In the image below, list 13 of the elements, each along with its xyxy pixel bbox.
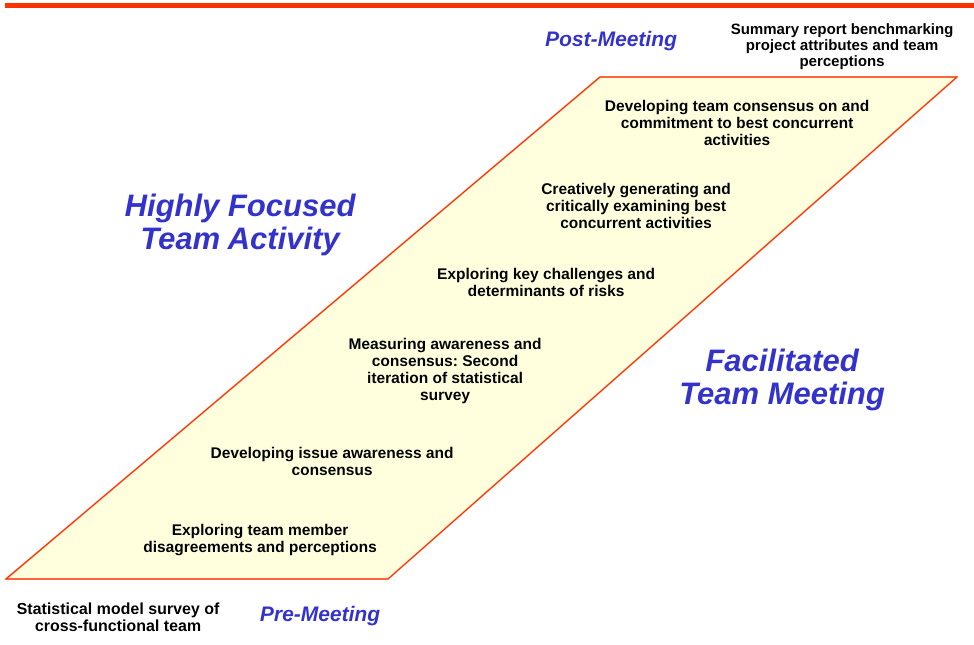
phase-label: Pre-Meeting bbox=[258, 604, 382, 626]
phase-label: Post-Meeting bbox=[544, 29, 678, 52]
heading-text: Highly Focused Team Activity bbox=[124, 190, 357, 256]
step-text: Creatively generating and critically examining best concurrent activities bbox=[540, 181, 732, 232]
step-text: Developing team consensus on and commitment to best concurrent activities bbox=[604, 98, 870, 149]
note-text: Summary report benchmarking project attributes and team perceptions bbox=[730, 22, 954, 70]
step-text: Exploring team member disagreements and perceptions bbox=[142, 522, 378, 556]
parallelogram-band bbox=[5, 76, 958, 580]
note-text: Statistical model survey of cross-functional team bbox=[16, 602, 220, 636]
step-text: Developing issue awareness and consensus bbox=[210, 445, 454, 479]
heading-text: Facilitated Team Meeting bbox=[678, 345, 886, 410]
step-text: Measuring awareness and consensus: Second iteration of statistical survey bbox=[348, 336, 542, 404]
step-text: Exploring key challenges and determinants of risks bbox=[436, 266, 656, 300]
